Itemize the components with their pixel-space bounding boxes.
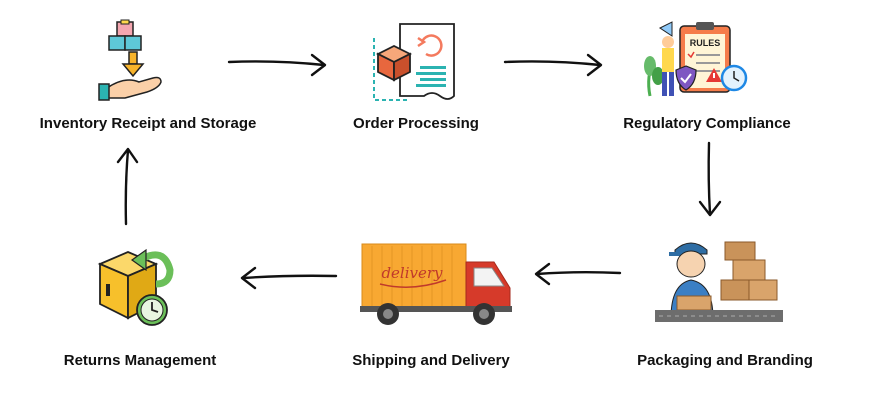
label-order-processing: Order Processing [353,115,479,132]
hand-with-boxes-icon [95,18,175,104]
arrow-packaging-to-shipping [534,262,622,286]
label-returns-management: Returns Management [63,352,217,369]
arrow-compliance-to-packaging [698,141,722,217]
worker-packing-icon [655,232,785,328]
arrow-returns-to-inventory [116,147,139,226]
arrow-order-to-compliance [503,53,603,77]
label-regulatory-compliance: Regulatory Compliance [623,115,791,132]
return-box-clock-icon [94,240,184,330]
label-packaging-branding: Packaging and Branding [637,352,813,369]
arrow-shipping-to-returns [240,266,338,290]
arrow-inventory-to-order [227,53,327,77]
label-shipping-delivery: Shipping and Delivery [352,352,510,369]
svg-text:delivery: delivery [381,264,443,282]
label-inventory: Inventory Receipt and Storage [39,115,257,132]
svg-text:RULES: RULES [690,38,721,48]
rules-clipboard-icon: RULES [640,16,750,106]
box-document-icon [368,18,464,104]
delivery-truck-icon: delivery [360,240,512,328]
